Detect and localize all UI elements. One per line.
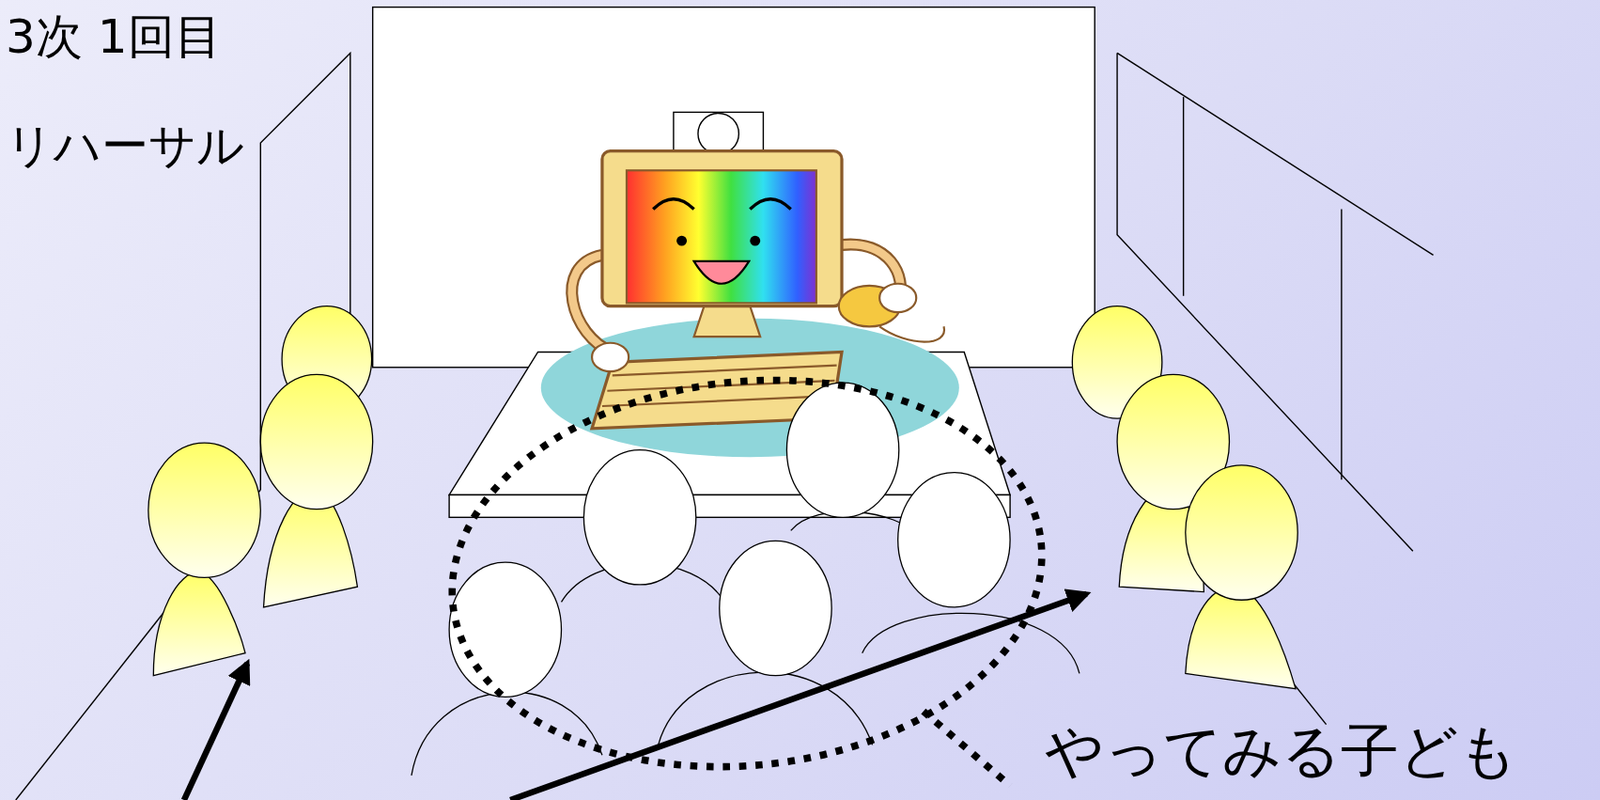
movement-arrow <box>510 593 1087 800</box>
movement-arrow <box>184 663 248 800</box>
group-ellipse <box>433 351 1062 795</box>
projection-screen <box>372 7 1096 368</box>
lesson-label: リハーサル <box>5 120 245 172</box>
callout-label: やってみる子ども <box>1044 718 1518 783</box>
lesson-label: 3次 1回目 <box>5 11 222 63</box>
observer-figures <box>148 306 1298 689</box>
leader-line <box>923 711 1010 786</box>
computer-mascot <box>541 111 960 457</box>
